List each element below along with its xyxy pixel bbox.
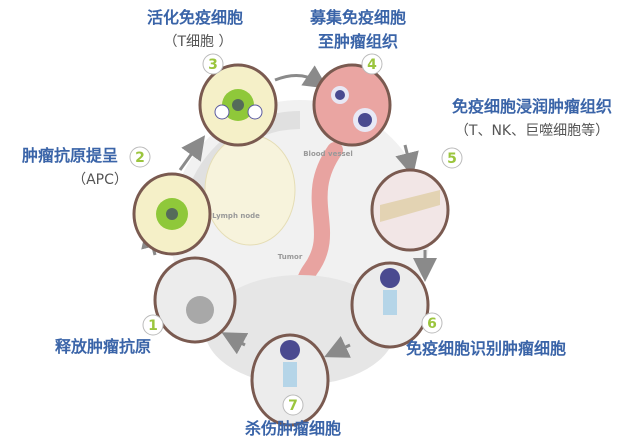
badge-4: 4 xyxy=(367,57,377,73)
blood-vessel-label: Blood vessel xyxy=(303,150,353,158)
step-5-label: 免疫细胞浸润肿瘤组织 xyxy=(451,97,613,116)
step-3-label: 活化免疫细胞 xyxy=(146,8,244,27)
step-4-circle xyxy=(312,63,392,147)
lymph-node-label: Lymph node xyxy=(212,212,260,220)
step-5-sublabel: （T、NK、巨噬细胞等） xyxy=(454,123,610,139)
step-2-label: 肿瘤抗原提呈 xyxy=(21,146,119,165)
step-4-label-line2: 至肿瘤组织 xyxy=(317,32,399,51)
step-3-sublabel: （T细胞 ） xyxy=(163,34,233,50)
lymph-node xyxy=(204,134,296,246)
badge-2: 2 xyxy=(135,150,145,166)
cell-details xyxy=(156,86,440,387)
badge-5: 5 xyxy=(447,151,457,167)
step-6-label: 免疫细胞识别肿瘤细胞 xyxy=(405,339,567,358)
step-7-label: 杀伤肿瘤细胞 xyxy=(244,419,342,438)
step-2-sublabel: （APC） xyxy=(72,172,128,188)
tumor-label: Tumor xyxy=(277,253,303,261)
step-badges xyxy=(129,53,463,416)
step-4-label: 募集免疫细胞 xyxy=(309,8,407,27)
badge-3: 3 xyxy=(208,57,218,73)
badge-6: 6 xyxy=(427,316,437,332)
badge-1: 1 xyxy=(148,318,158,334)
step-1-label: 释放肿瘤抗原 xyxy=(54,337,152,356)
badge-7: 7 xyxy=(288,398,298,414)
